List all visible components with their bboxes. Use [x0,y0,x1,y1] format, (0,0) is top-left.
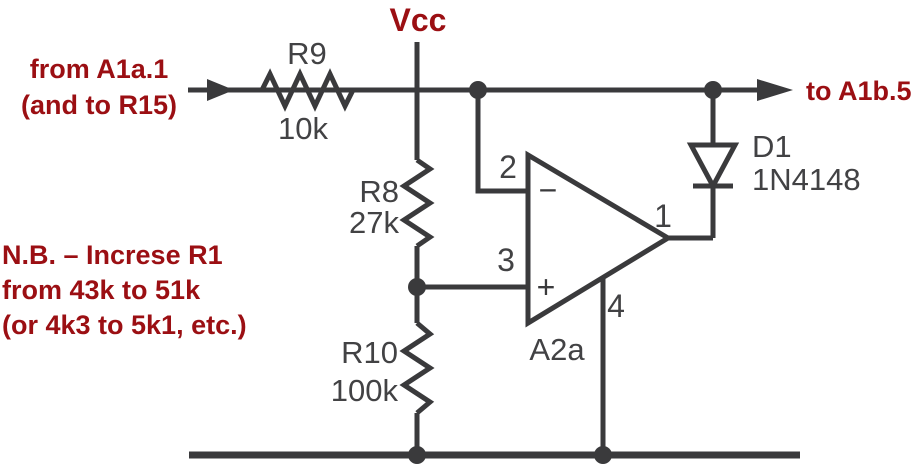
note-line1: N.B. – Increse R1 [2,240,223,270]
arrow-out-icon [757,79,793,101]
from-label-line2: (and to R15) [21,90,177,120]
r10-value-label: 100k [331,373,399,408]
junction-ground-r10 [408,446,426,464]
opamp-minus-sign: − [539,172,558,208]
r8-value-label: 27k [349,205,399,240]
opamp-triangle [525,150,673,328]
arrow-in-icon [207,79,234,101]
note-line3: (or 4k3 to 5k1, etc.) [2,310,247,340]
from-label-line1: from A1a.1 [30,54,169,84]
resistor-r9 [259,68,356,112]
opamp-ref-label: A2a [529,332,585,367]
opamp-pin4-label: 4 [607,288,625,324]
vcc-label: Vcc [390,2,447,38]
to-label: to A1b.5 [806,76,912,106]
r10-ref-label: R10 [341,335,398,370]
diode-d1 [686,142,740,192]
r8-ref-label: R8 [359,174,399,209]
junction-divider [408,278,426,296]
junction-dots [408,81,722,464]
diode-triangle [686,142,740,192]
r9-value-label: 10k [278,111,328,146]
d1-value-label: 1N4148 [752,162,861,197]
note-line2: from 43k to 51k [2,275,201,305]
resistor-r8 [399,157,435,249]
opamp-pin1-label: 1 [654,198,672,234]
resistor-r10 [399,321,435,415]
r9-ref-label: R9 [287,36,327,71]
d1-ref-label: D1 [752,129,792,164]
wires [188,42,800,459]
opamp-pin2-label: 2 [499,149,517,185]
junction-top-left [469,81,487,99]
opamp-plus-sign: + [537,269,556,305]
junction-ground-pin4 [594,446,612,464]
opamp-pin3-label: 3 [497,242,515,278]
wire-inverting-input [475,90,528,194]
junction-top-right [704,81,722,99]
